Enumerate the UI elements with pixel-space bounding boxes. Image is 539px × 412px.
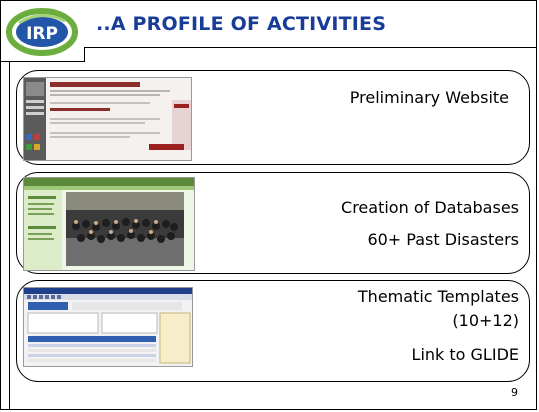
card-text-line: Preliminary Website — [349, 88, 509, 107]
left-rule — [1, 61, 10, 410]
card-text-line: 60+ Past Disasters — [367, 230, 519, 249]
database-screenshot-image — [24, 178, 194, 270]
templates-screenshot-thumbnail — [23, 287, 193, 367]
card-text-line: Link to GLIDE — [411, 345, 519, 364]
website-screenshot-thumbnail — [23, 77, 192, 161]
activity-card-website: Preliminary Website — [16, 70, 530, 165]
card-text-line: (10+12) — [452, 311, 519, 330]
website-screenshot-image — [24, 78, 191, 160]
card-text-line: Thematic Templates — [357, 287, 519, 306]
activity-card-templates: Thematic Templates (10+12) Link to GLIDE — [16, 280, 530, 382]
svg-text:IRP: IRP — [26, 24, 58, 44]
activity-card-databases: Creation of Databases 60+ Past Disasters — [16, 172, 530, 274]
irp-logo-graphic: IRP — [6, 8, 78, 56]
irp-logo: IRP — [1, 1, 85, 62]
slide-title: ..A PROFILE OF ACTIVITIES — [96, 13, 387, 35]
database-screenshot-thumbnail — [23, 177, 195, 271]
templates-screenshot-image — [24, 288, 192, 366]
title-band: ..A PROFILE OF ACTIVITIES — [84, 1, 536, 48]
page-number: 9 — [511, 386, 518, 399]
card-text-line: Creation of Databases — [341, 198, 519, 217]
